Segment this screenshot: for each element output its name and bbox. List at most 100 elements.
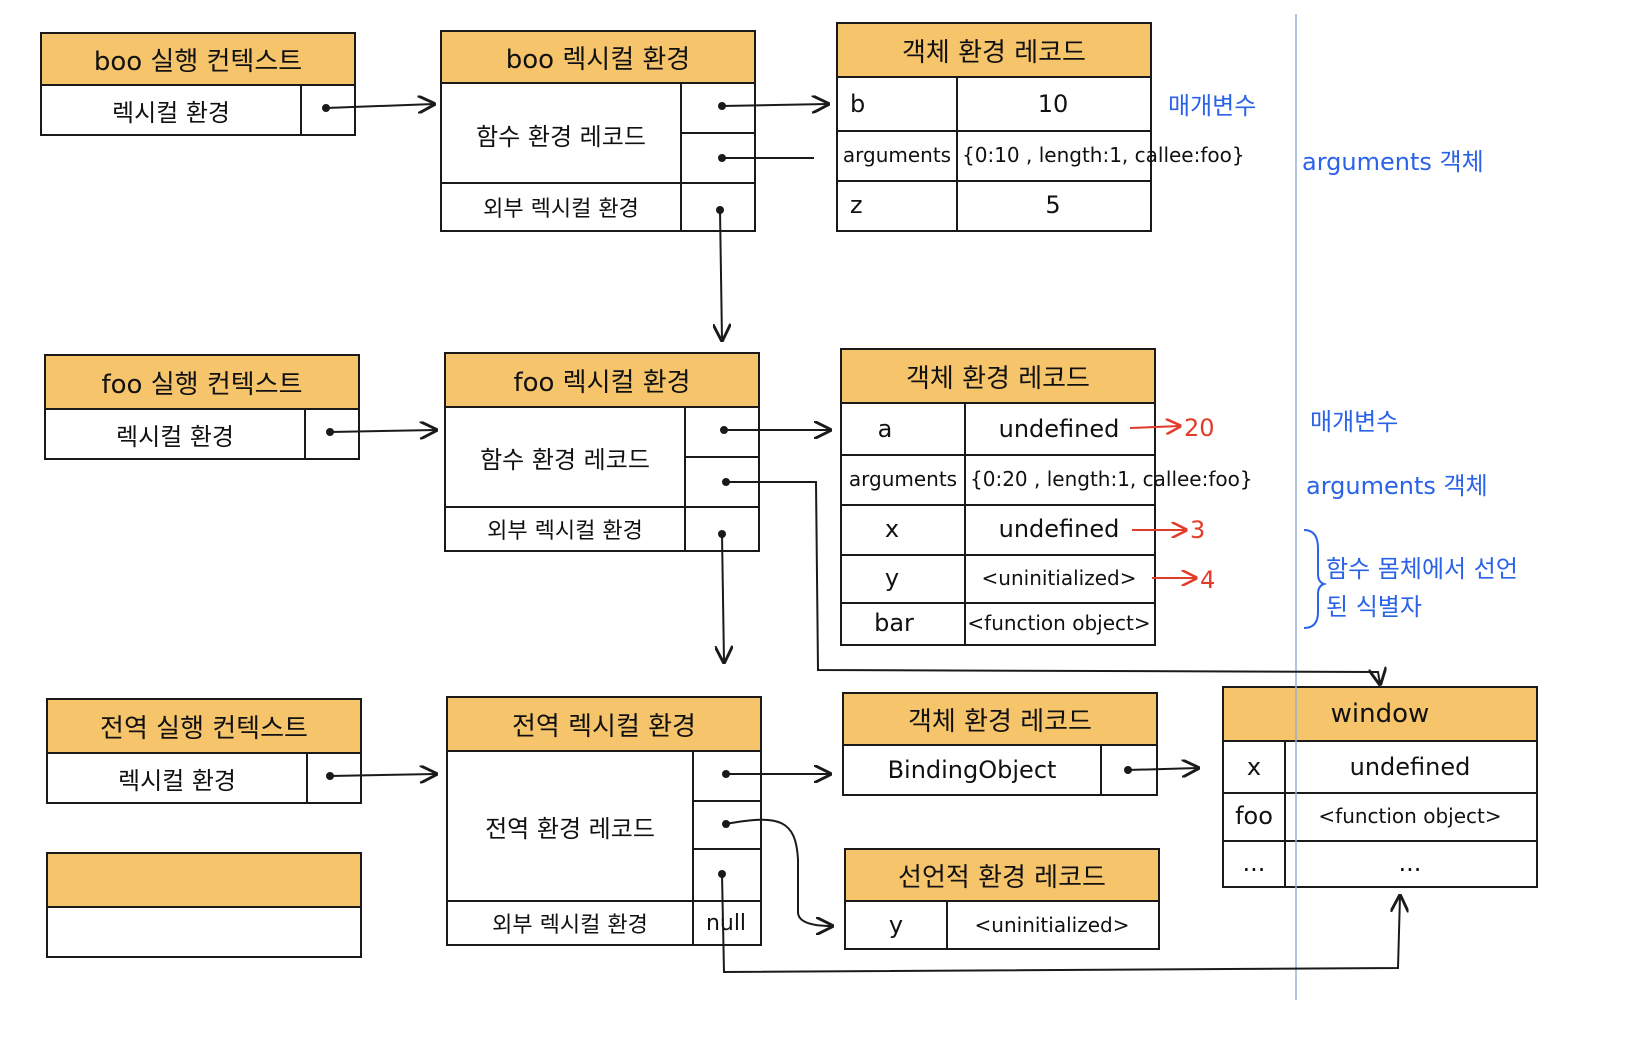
- foo-obj-val-y: <uninitialized>: [981, 566, 1137, 590]
- arrow-boo-lex-to-obj: [718, 103, 828, 162]
- foo-lex-title: foo 렉시컬 환경: [446, 354, 758, 408]
- arrow-foo-to-window: [722, 478, 1380, 684]
- foo-lexical-environment: foo 렉시컬 환경 함수 환경 레코드 외부 렉시컬 환경: [444, 352, 760, 552]
- divider: [680, 84, 682, 230]
- foo-obj-val-bar: <function object>: [967, 611, 1151, 635]
- boo-func-record-label: 함수 환경 레코드: [476, 122, 646, 151]
- foo-change-x: 3: [1190, 516, 1206, 544]
- foo-obj-key-a: a: [877, 415, 893, 443]
- boo-obj-title: 객체 환경 레코드: [838, 24, 1150, 78]
- arrow-binding-to-window: [1124, 767, 1198, 773]
- global-obj-binding: BindingObject: [887, 756, 1057, 784]
- divider: [680, 132, 754, 134]
- boo-obj-val-arguments: {0:10 , length:1, callee:foo}: [962, 143, 1245, 167]
- foo-change-y: 4: [1200, 566, 1216, 594]
- divider: [1284, 742, 1286, 886]
- divider: [684, 456, 758, 458]
- divider: [1224, 792, 1536, 794]
- window-title: window: [1224, 688, 1536, 742]
- global-execution-context: 전역 실행 컨텍스트 렉시컬 환경: [46, 698, 362, 804]
- divider: [838, 180, 1150, 182]
- divider: [692, 800, 760, 802]
- boo-obj-key-z: z: [850, 191, 863, 219]
- global-obj-title: 객체 환경 레코드: [844, 694, 1156, 746]
- divider: [842, 554, 1154, 556]
- foo-obj-title: 객체 환경 레코드: [842, 350, 1154, 404]
- foo-obj-key-x: x: [884, 515, 900, 543]
- boo-lex-title: boo 렉시컬 환경: [442, 32, 754, 84]
- global-context-title: 전역 실행 컨텍스트: [48, 700, 360, 754]
- boo-object-env-record: 객체 환경 레코드 b 10 arguments {0:10 , length:…: [836, 22, 1245, 232]
- global-declarative-env-record: 선언적 환경 레코드 y <uninitialized>: [844, 848, 1160, 950]
- divider: [842, 454, 1154, 456]
- foo-obj-val-a: undefined: [998, 415, 1120, 443]
- arrow-boo-ctx-to-lex: [322, 104, 434, 111]
- foo-obj-val-x: undefined: [998, 515, 1120, 543]
- boo-execution-context: boo 실행 컨텍스트 렉시컬 환경: [40, 32, 356, 136]
- global-decl-key-y: y: [888, 911, 904, 939]
- foo-obj-key-y: y: [884, 564, 900, 592]
- foo-context-lex-label: 렉시컬 환경: [115, 422, 235, 451]
- divider: [956, 78, 958, 230]
- global-outer-lex-label: 외부 렉시컬 환경: [492, 913, 648, 938]
- foo-obj-key-bar: bar: [874, 609, 914, 637]
- divider: [964, 404, 966, 644]
- foo-obj-key-arguments: arguments: [848, 467, 958, 491]
- divider: [842, 504, 1154, 506]
- foo-obj-val-arguments: {0:20 , length:1, callee:foo}: [970, 467, 1253, 491]
- boo-note-args: arguments 객체: [1302, 148, 1484, 176]
- boo-obj-key-b: b: [850, 90, 866, 118]
- foo-note-args: arguments 객체: [1306, 472, 1488, 500]
- divider: [306, 754, 308, 802]
- divider: [1100, 746, 1102, 794]
- empty-execution-context: [46, 852, 362, 958]
- arrow-foo-outer-to-global-lex: [719, 530, 725, 662]
- change-arrow-a: [1129, 426, 1180, 428]
- boo-note-params: 매개변수: [1168, 92, 1257, 120]
- divider: [446, 506, 758, 508]
- divider: [448, 900, 760, 902]
- window-val-x: undefined: [1349, 753, 1471, 781]
- foo-outer-lex-label: 외부 렉시컬 환경: [487, 519, 643, 544]
- divider: [838, 130, 1150, 132]
- divider: [684, 408, 686, 550]
- foo-func-record-label: 함수 환경 레코드: [480, 445, 650, 474]
- arrow-global-lex-to-decl: [722, 818, 832, 926]
- arrow-global-ctx-to-lex: [326, 773, 436, 779]
- divider: [842, 602, 1154, 604]
- foo-note-params: 매개변수: [1310, 408, 1399, 436]
- global-lexical-environment: 전역 렉시컬 환경 전역 환경 레코드 외부 렉시컬 환경 null: [446, 696, 762, 946]
- arrow-boo-outer-to-foo-lex: [717, 206, 723, 340]
- divider: [304, 410, 306, 458]
- declared-bracket: [1303, 529, 1328, 629]
- divider: [442, 182, 754, 184]
- foo-note-declared: 함수 몸체에서 선언된 식별자: [1326, 555, 1518, 621]
- global-lex-title: 전역 렉시컬 환경: [448, 698, 760, 752]
- empty-context-header: [48, 854, 360, 908]
- global-env-record-label: 전역 환경 레코드: [485, 814, 655, 843]
- arrow-foo-lex-to-obj: [720, 427, 830, 433]
- foo-context-title: foo 실행 컨텍스트: [46, 356, 358, 410]
- boo-context-lex-label: 렉시컬 환경: [111, 98, 231, 127]
- window-key-x: x: [1246, 753, 1262, 781]
- foo-execution-context: foo 실행 컨텍스트 렉시컬 환경: [44, 354, 360, 460]
- arrow-global-lex-to-obj: [722, 771, 830, 777]
- foo-object-env-record: 객체 환경 레코드 a undefined arguments {0:20 , …: [840, 348, 1253, 646]
- window-val-foo: <function object>: [1318, 804, 1502, 828]
- boo-obj-val-b: 10: [1037, 90, 1069, 118]
- divider: [300, 86, 302, 134]
- divider: [1224, 840, 1536, 842]
- divider: [692, 848, 760, 850]
- global-decl-val-y: <uninitialized>: [974, 913, 1130, 937]
- boo-lexical-environment: boo 렉시컬 환경 함수 환경 레코드 외부 렉시컬 환경: [440, 30, 756, 232]
- global-outer-null: null: [705, 910, 747, 936]
- window-key-more: ...: [1242, 849, 1266, 877]
- window-val-more: ...: [1398, 849, 1422, 877]
- boo-obj-val-z: 5: [1045, 191, 1061, 219]
- boo-outer-lex-label: 외부 렉시컬 환경: [483, 197, 639, 222]
- boo-obj-key-arguments: arguments: [842, 143, 952, 167]
- window-key-foo: foo: [1235, 802, 1273, 830]
- boo-context-title: boo 실행 컨텍스트: [42, 34, 354, 86]
- divider: [946, 902, 948, 948]
